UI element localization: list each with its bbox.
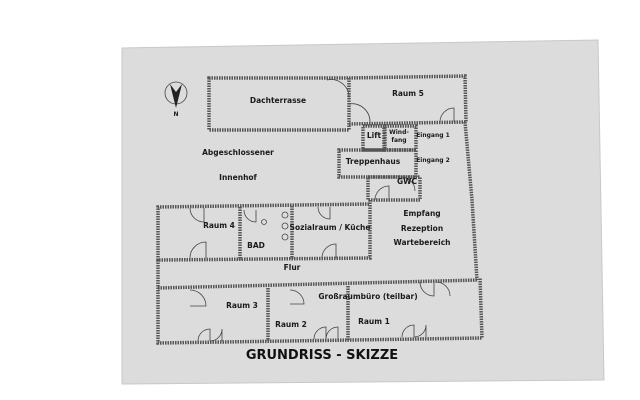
- label-dachterrasse: Dachterrasse: [250, 96, 306, 105]
- compass-label: N: [173, 111, 178, 118]
- label-raum2: Raum 2: [275, 320, 307, 329]
- label-sozialraum: Sozialraum / Küche: [290, 223, 371, 232]
- doors: [189, 79, 455, 342]
- label-windfang-2: fang: [391, 137, 406, 144]
- label-windfang-1: Wind-: [389, 129, 409, 136]
- label-treppenhaus: Treppenhaus: [346, 157, 401, 166]
- label-empfang: Empfang: [403, 209, 440, 218]
- label-rezeption: Rezeption: [401, 224, 443, 233]
- label-raum5: Raum 5: [392, 89, 424, 98]
- label-innenhof-2: Innenhof: [219, 173, 257, 182]
- compass: N: [164, 81, 188, 118]
- label-wartebereich: Wartebereich: [393, 238, 450, 247]
- room-labels: Dachterrasse Raum 5 Lift Wind- fang Eing…: [202, 89, 450, 329]
- label-bad: BAD: [247, 241, 265, 250]
- label-eingang2: Eingang 2: [416, 157, 450, 164]
- label-raum1: Raum 1: [358, 317, 390, 326]
- label-lift: Lift: [367, 131, 382, 140]
- label-innenhof-1: Abgeschlossener: [202, 148, 274, 157]
- north-arrow-icon: [170, 84, 182, 108]
- label-raum3: Raum 3: [226, 301, 258, 310]
- label-gwc: GWC: [397, 177, 417, 186]
- label-raum4: Raum 4: [203, 221, 235, 230]
- label-grossraum: Großraumbüro (teilbar): [318, 292, 417, 301]
- walls: [156, 74, 484, 345]
- plan-title: GRUNDRISS - SKIZZE: [246, 348, 398, 363]
- label-flur: Flur: [284, 263, 301, 272]
- label-eingang1: Eingang 1: [416, 132, 450, 139]
- paper-sheet: [121, 39, 605, 385]
